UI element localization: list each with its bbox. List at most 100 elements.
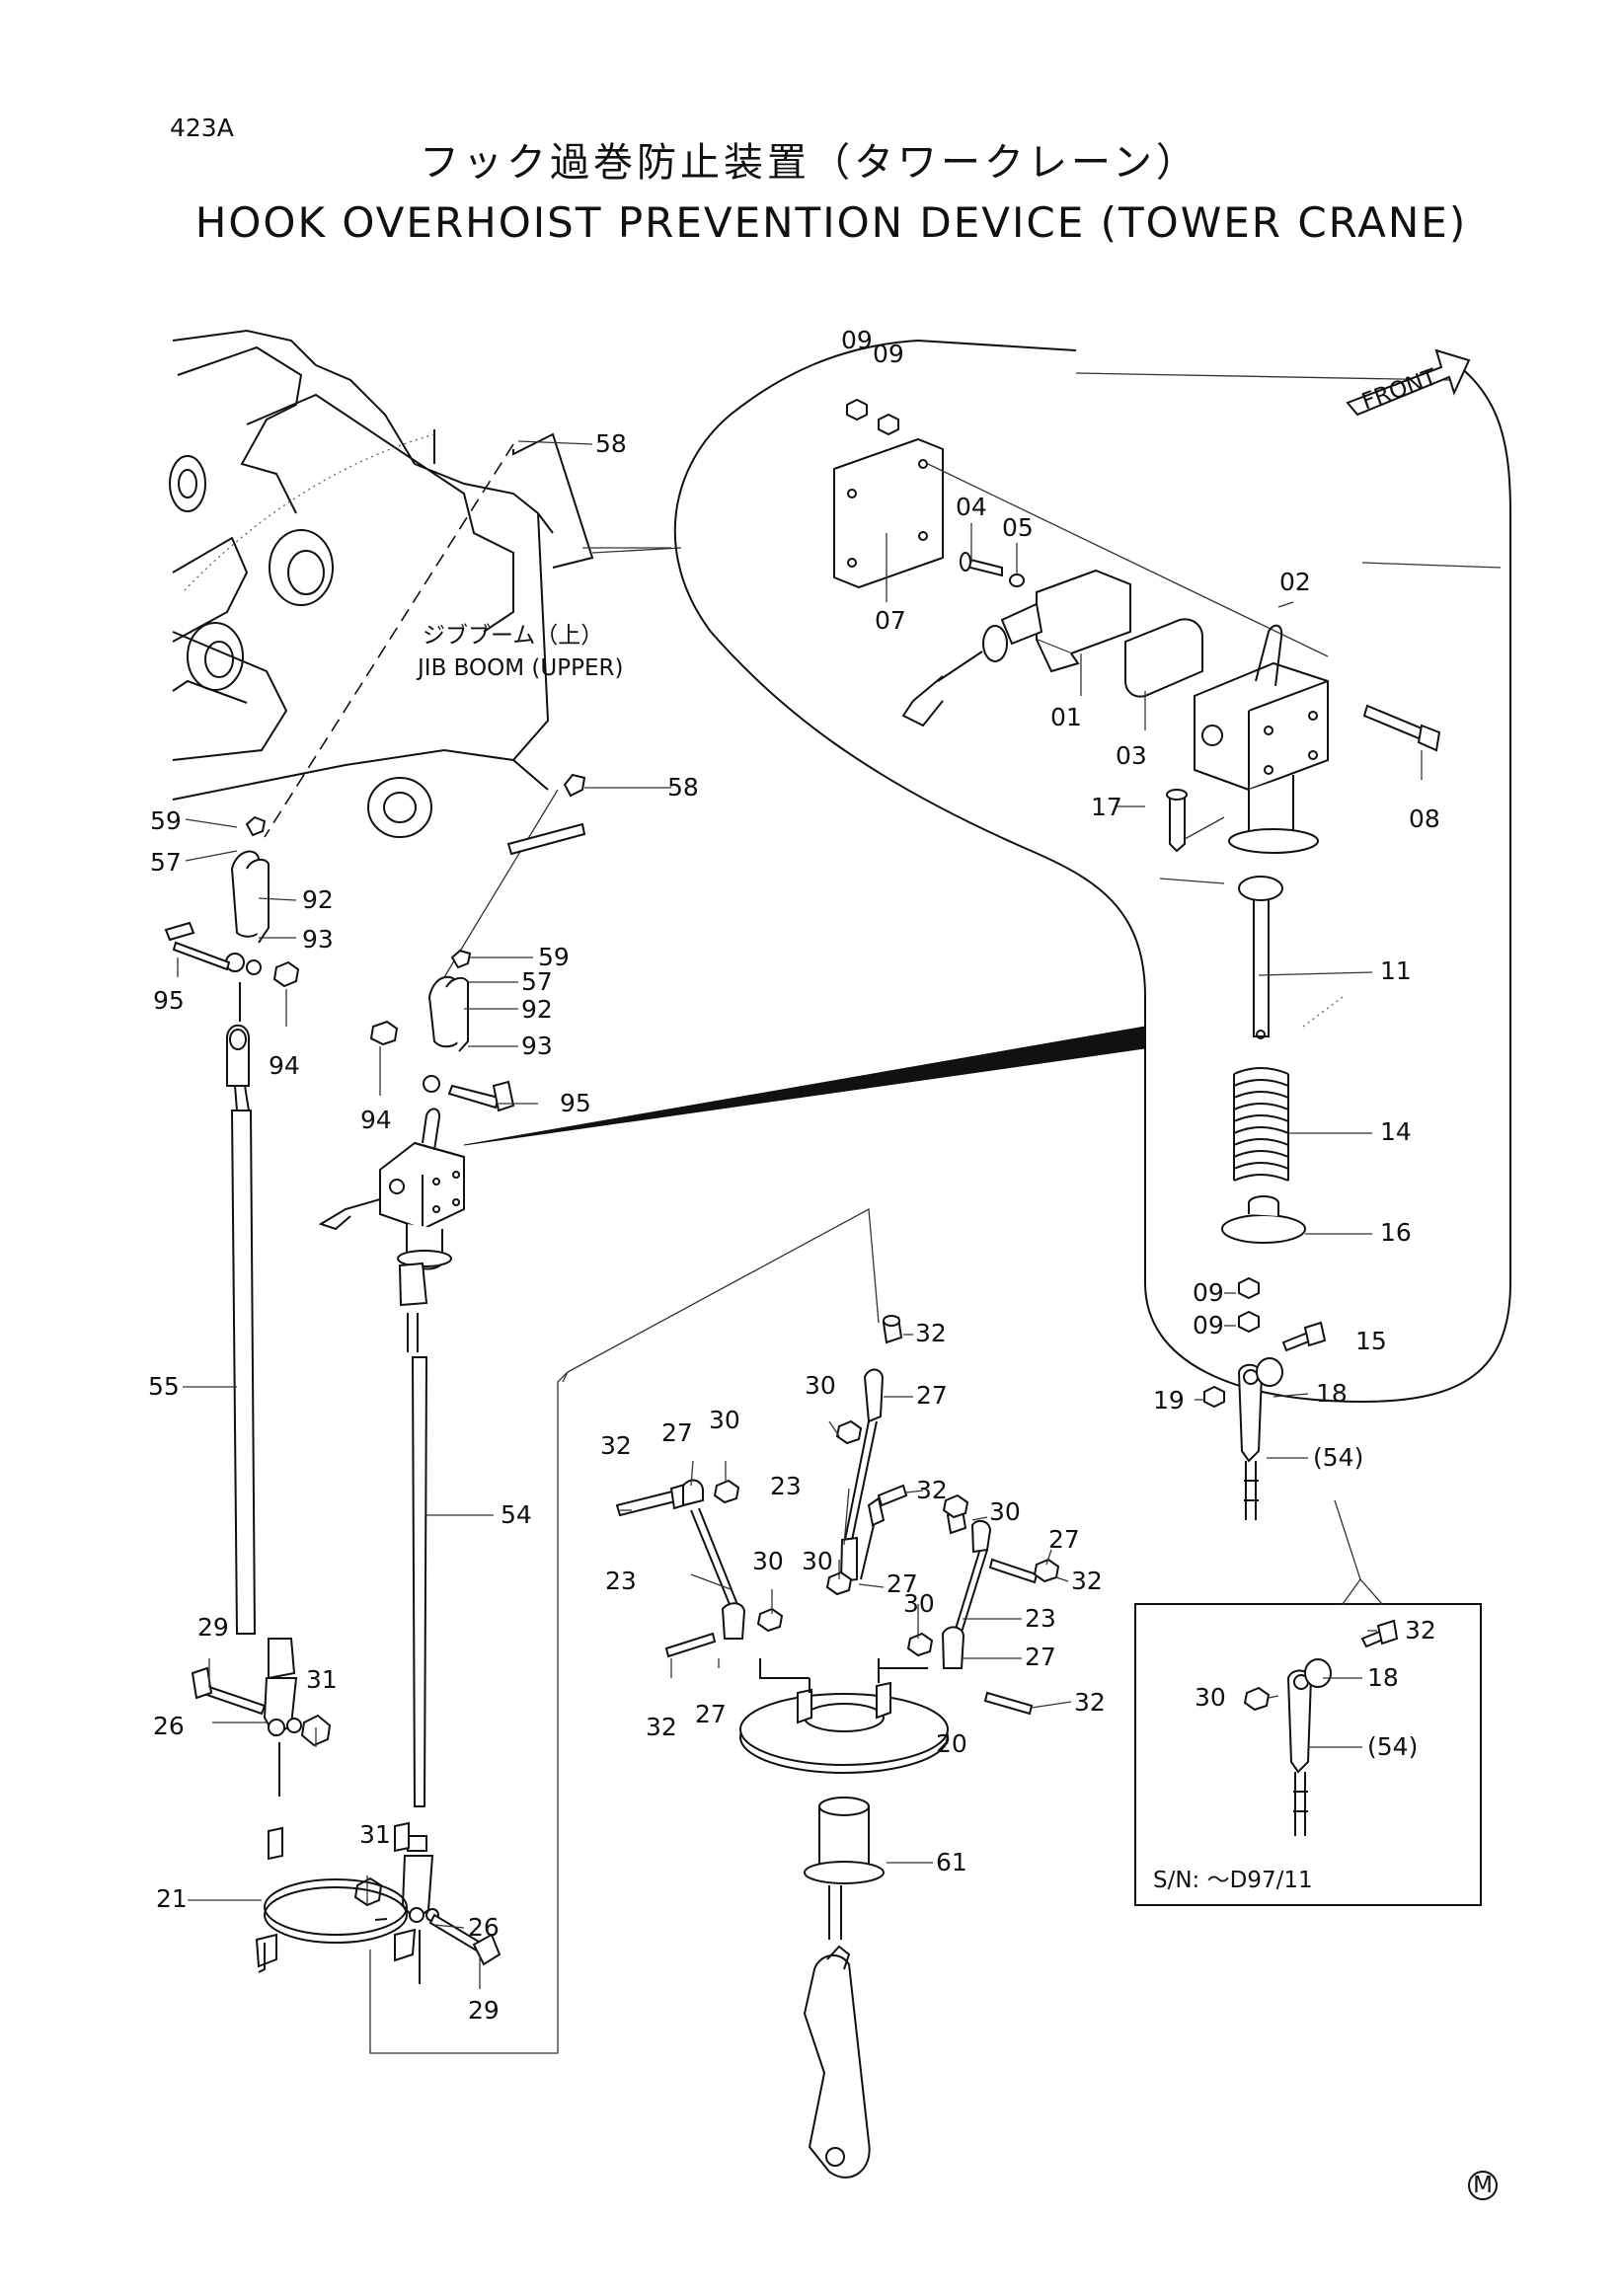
label-23c: 23 (1025, 1604, 1056, 1633)
center-link-assembly (615, 1315, 1060, 1716)
label-29b: 29 (468, 1996, 500, 2025)
label-55: 55 (148, 1372, 180, 1401)
label-32b: 32 (600, 1431, 632, 1460)
bolt-17 (1169, 794, 1186, 853)
label-02: 02 (1279, 568, 1311, 596)
label-14: 14 (1380, 1117, 1412, 1146)
label-57a: 57 (150, 848, 182, 877)
label-61: 61 (936, 1848, 967, 1876)
label-27b: 27 (661, 1418, 693, 1447)
label-11: 11 (1380, 957, 1412, 985)
plate-07 (833, 437, 944, 589)
label-18: 18 (1316, 1379, 1348, 1408)
label-15: 15 (1355, 1327, 1387, 1355)
label-08: 08 (1409, 804, 1440, 833)
spring-14 (1233, 1067, 1289, 1182)
front-direction-arrow: FRONT (1346, 348, 1471, 417)
label-01: 01 (1050, 703, 1082, 731)
label-57b: 57 (521, 967, 553, 996)
label-30d: 30 (752, 1547, 784, 1575)
manufacturer-mark: M (1468, 2171, 1498, 2200)
label-27c: 27 (1048, 1525, 1080, 1554)
label-09c: 09 (1193, 1278, 1224, 1307)
callout-pointer (463, 1026, 1146, 1146)
left-rod-assembly (164, 815, 332, 1797)
label-18b: 18 (1367, 1663, 1399, 1692)
jib-boom-label-jp: ジブブーム（上） (423, 623, 603, 649)
label-93b: 93 (521, 1032, 553, 1060)
label-58b: 58 (667, 773, 699, 802)
detail-callout-boundary (673, 339, 1511, 1404)
label-92b: 92 (521, 995, 553, 1024)
label-59a: 59 (150, 806, 182, 835)
label-30a: 30 (805, 1371, 836, 1400)
label-27e: 27 (1025, 1643, 1056, 1671)
label-30g: 30 (1195, 1683, 1226, 1712)
label-21: 21 (156, 1884, 188, 1913)
label-27d: 27 (887, 1569, 918, 1598)
label-95a: 95 (153, 986, 185, 1015)
label-09a: 09 (841, 326, 873, 354)
label-04: 04 (956, 493, 987, 521)
nut-09a (846, 398, 868, 421)
label-23a: 23 (770, 1472, 802, 1500)
washer-05 (1009, 574, 1025, 587)
rod-11 (1253, 892, 1270, 1037)
label-95b: 95 (560, 1089, 591, 1117)
label-09d: 09 (1193, 1311, 1224, 1339)
nut-19 (1203, 1385, 1225, 1409)
jib-boom-illustration (169, 329, 682, 838)
svg-text:M: M (1473, 2173, 1493, 2198)
front-label: FRONT (1358, 364, 1441, 416)
label-19: 19 (1153, 1386, 1185, 1415)
leader-dashed-58 (264, 443, 514, 838)
part-number-labels: 58 58 09 09 07 04 05 02 01 03 08 17 11 1… (148, 326, 1440, 2025)
leader-bracket-58 (443, 789, 559, 978)
serial-inset-box (1134, 1603, 1482, 1906)
label-94b: 94 (360, 1106, 392, 1134)
label-31b: 31 (359, 1820, 391, 1849)
page-code: 423A (170, 114, 234, 142)
ring-clamp-21 (255, 1821, 417, 1973)
label-54b: (54) (1367, 1732, 1418, 1761)
bolt-08 (1362, 704, 1428, 742)
nut-09d (1238, 1310, 1260, 1334)
title-japanese: フック過巻防止装置（タワークレーン） (420, 140, 1199, 186)
label-32a: 32 (915, 1319, 947, 1347)
leader-lines (177, 440, 1423, 1989)
label-30c: 30 (989, 1497, 1021, 1526)
title-english: HOOK OVERHOIST PREVENTION DEVICE (TOWER … (195, 198, 1467, 247)
limit-switch-01 (1036, 569, 1131, 655)
label-32h: 32 (1405, 1616, 1436, 1645)
switch-box-02 (1194, 661, 1329, 792)
label-03: 03 (1116, 741, 1147, 770)
cover-03 (1124, 618, 1203, 698)
label-54: 54 (501, 1500, 532, 1529)
label-54a: (54) (1313, 1443, 1363, 1472)
label-27f: 27 (695, 1700, 727, 1728)
inset-eye-assembly (1243, 1619, 1399, 1836)
label-92a: 92 (302, 885, 334, 914)
label-30b: 30 (709, 1406, 740, 1434)
label-07: 07 (875, 606, 906, 635)
middle-rod-assembly (318, 773, 586, 1984)
nut-09c (1238, 1276, 1260, 1300)
label-31a: 31 (306, 1665, 338, 1694)
label-05: 05 (1002, 513, 1034, 542)
bushing-61 (804, 1797, 885, 1884)
label-58a: 58 (595, 429, 627, 458)
nut-09b (878, 413, 899, 436)
label-27a: 27 (916, 1381, 948, 1410)
label-94a: 94 (269, 1051, 300, 1080)
label-32c: 32 (916, 1476, 948, 1504)
label-23b: 23 (605, 1567, 637, 1595)
label-93a: 93 (302, 925, 334, 954)
label-16: 16 (1380, 1218, 1412, 1247)
jib-boom-label-en: JIB BOOM (UPPER) (416, 655, 623, 681)
label-29a: 29 (197, 1613, 229, 1642)
assembly-bracket-lines (369, 1207, 880, 2054)
label-30e: 30 (802, 1547, 833, 1575)
label-09b: 09 (873, 340, 904, 368)
label-26a: 26 (153, 1712, 185, 1740)
